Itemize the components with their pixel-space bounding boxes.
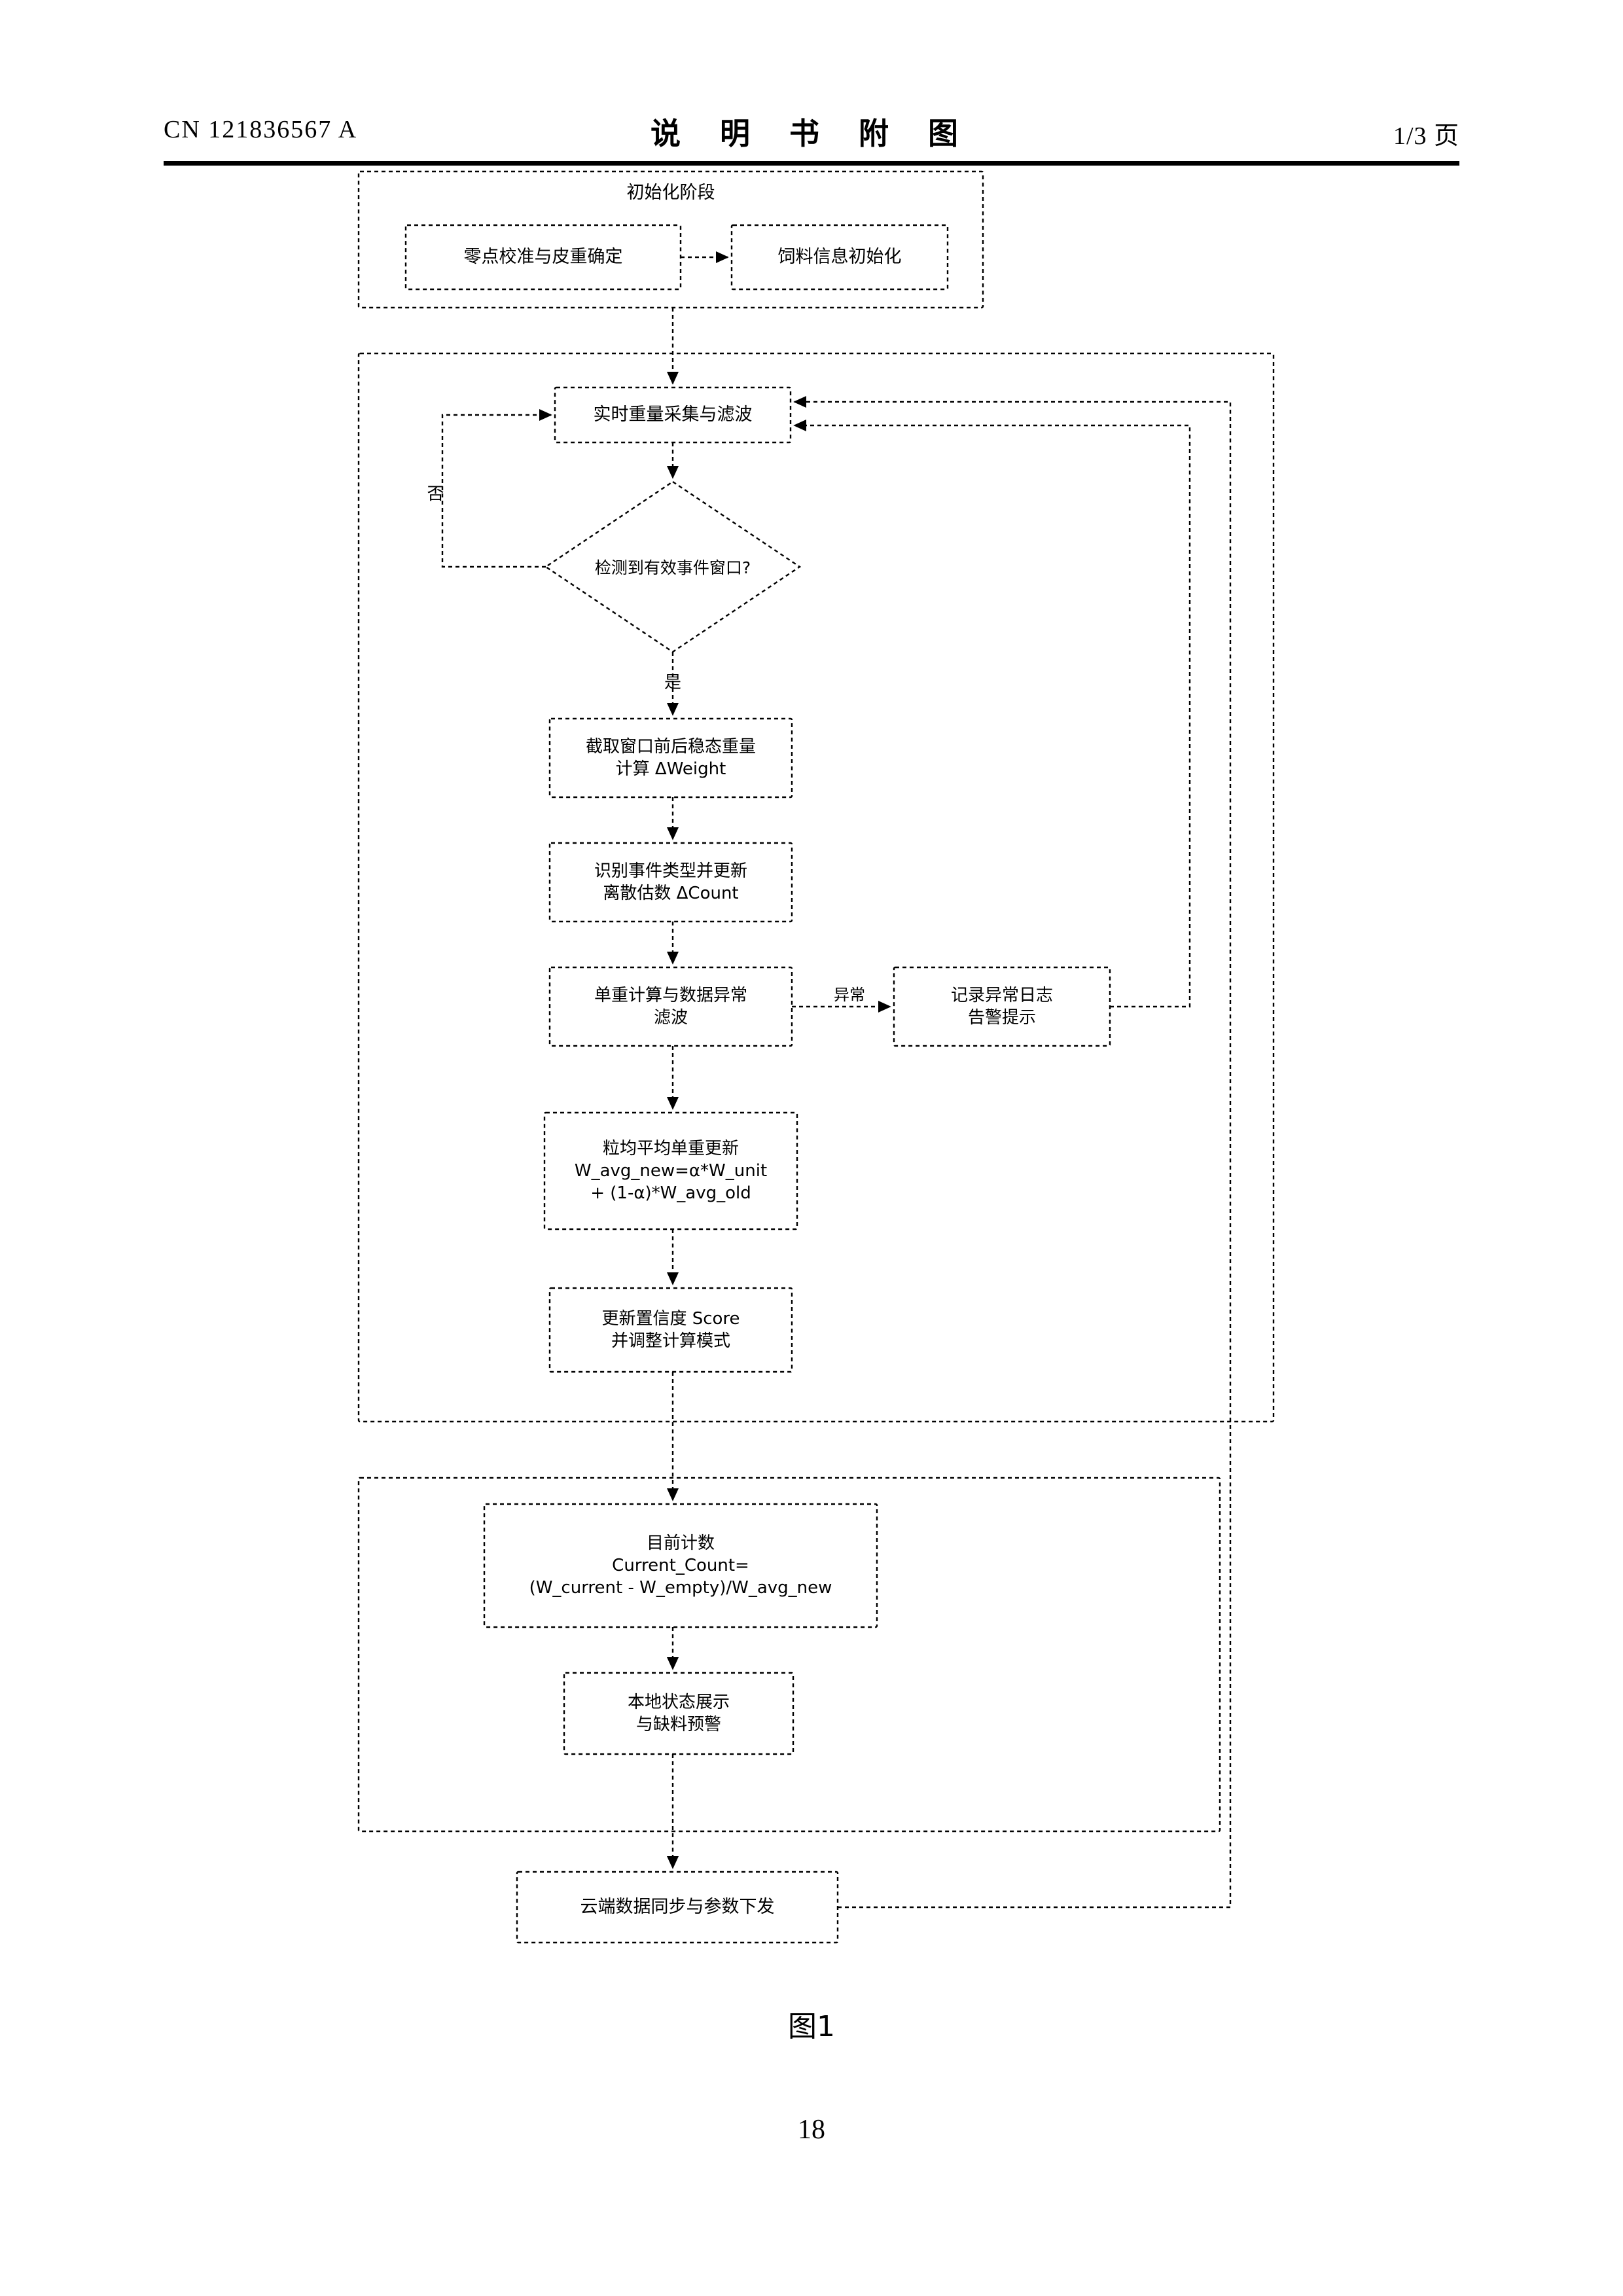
page-header: CN 121836567 A 说 明 书 附 图 1/3 页 bbox=[164, 98, 1459, 177]
box-avg-update bbox=[543, 1111, 798, 1230]
group-box-realtime bbox=[357, 352, 1275, 1423]
edge-cloud-return bbox=[793, 396, 1232, 1909]
edge-alarm-return bbox=[793, 420, 1191, 1008]
node-line: 目前计数 bbox=[646, 1533, 715, 1553]
node-line: W_avg_new=α*W_unit bbox=[574, 1160, 768, 1181]
node-line: 离散估数 ΔCount bbox=[603, 884, 739, 903]
edge-label-decision-no: 否 bbox=[424, 484, 444, 501]
page-number: 18 bbox=[798, 2115, 825, 2145]
box-event-type bbox=[548, 842, 793, 923]
node-line: 更新置信度 Score bbox=[601, 1308, 740, 1329]
node-line: 单重计算与数据异常 bbox=[594, 985, 747, 1005]
node-line: 云端数据同步与参数下发 bbox=[580, 1897, 775, 1918]
node-feed-info-init[interactable]: 饲料信息初始化 bbox=[732, 225, 948, 289]
page-indicator: 1/3 页 bbox=[1393, 122, 1459, 150]
node-line: 本地状态展示 bbox=[627, 1692, 730, 1712]
node-line: 与缺料预警 bbox=[635, 1715, 721, 1734]
node-current-count[interactable]: 目前计数 Current_Count= (W_current - W_empty… bbox=[484, 1504, 877, 1627]
node-local-display[interactable]: 本地状态展示 与缺料预警 bbox=[564, 1673, 793, 1754]
node-cloud-sync[interactable]: 云端数据同步与参数下发 bbox=[517, 1872, 838, 1943]
node-line: 计算 ΔWeight bbox=[615, 759, 726, 779]
header-rule bbox=[164, 161, 1459, 166]
node-line: 饲料信息初始化 bbox=[777, 247, 902, 268]
box-current-count bbox=[483, 1503, 878, 1628]
node-zero-calibration[interactable]: 零点校准与皮重确定 bbox=[406, 225, 681, 289]
node-event-decision[interactable]: 检测到有效事件窗口? bbox=[546, 547, 800, 588]
node-line: 截取窗口前后稳态重量 bbox=[585, 736, 756, 757]
node-avg-update[interactable]: 粒均平均单重更新 W_avg_new=α*W_unit + (1-α)*W_av… bbox=[544, 1113, 797, 1229]
node-line: 并调整计算模式 bbox=[611, 1331, 730, 1351]
node-delta-weight[interactable]: 截取窗口前后稳态重量 计算 ΔWeight bbox=[550, 719, 792, 797]
edge-label-decision-yes: 是 bbox=[664, 673, 681, 692]
document-title: 说 明 书 附 图 bbox=[650, 116, 973, 151]
box-confidence-score bbox=[548, 1287, 793, 1373]
node-line: + (1-α)*W_avg_old bbox=[590, 1183, 751, 1204]
group-box-output bbox=[357, 1477, 1221, 1833]
node-alarm-log[interactable]: 记录异常日志 告警提示 bbox=[894, 967, 1110, 1046]
node-line: 零点校准与皮重确定 bbox=[463, 247, 623, 268]
node-line: 滤波 bbox=[653, 1008, 688, 1028]
node-unit-weight-calc[interactable]: 单重计算与数据异常 滤波 bbox=[550, 967, 792, 1046]
publication-number: CN 121836567 A bbox=[164, 116, 358, 143]
box-feed-info-init bbox=[730, 224, 949, 291]
box-local-display bbox=[563, 1672, 794, 1755]
node-line: Current_Count= bbox=[612, 1555, 749, 1575]
node-event-type[interactable]: 识别事件类型并更新 离散估数 ΔCount bbox=[550, 843, 792, 922]
box-unit-weight bbox=[548, 966, 793, 1047]
node-line: 实时重量采集与滤波 bbox=[593, 404, 753, 425]
group-title-init: 初始化阶段 bbox=[626, 183, 715, 203]
edge-label-anomaly: 异常 bbox=[834, 986, 865, 1004]
node-weight-acquire[interactable]: 实时重量采集与滤波 bbox=[555, 387, 791, 442]
node-line: (W_current - W_empty)/W_avg_new bbox=[529, 1578, 832, 1598]
figure-caption: 图1 bbox=[788, 2010, 835, 2043]
node-line: 告警提示 bbox=[967, 1008, 1036, 1028]
group-box-init bbox=[357, 170, 984, 309]
node-line: 检测到有效事件窗口? bbox=[594, 558, 751, 577]
node-line: 识别事件类型并更新 bbox=[594, 861, 747, 881]
node-line: 粒均平均单重更新 bbox=[602, 1138, 739, 1158]
node-confidence-score[interactable]: 更新置信度 Score 并调整计算模式 bbox=[550, 1288, 792, 1372]
box-delta-weight bbox=[548, 717, 793, 798]
edge-decision-no-loop bbox=[441, 409, 552, 568]
node-line: 记录异常日志 bbox=[950, 985, 1053, 1005]
